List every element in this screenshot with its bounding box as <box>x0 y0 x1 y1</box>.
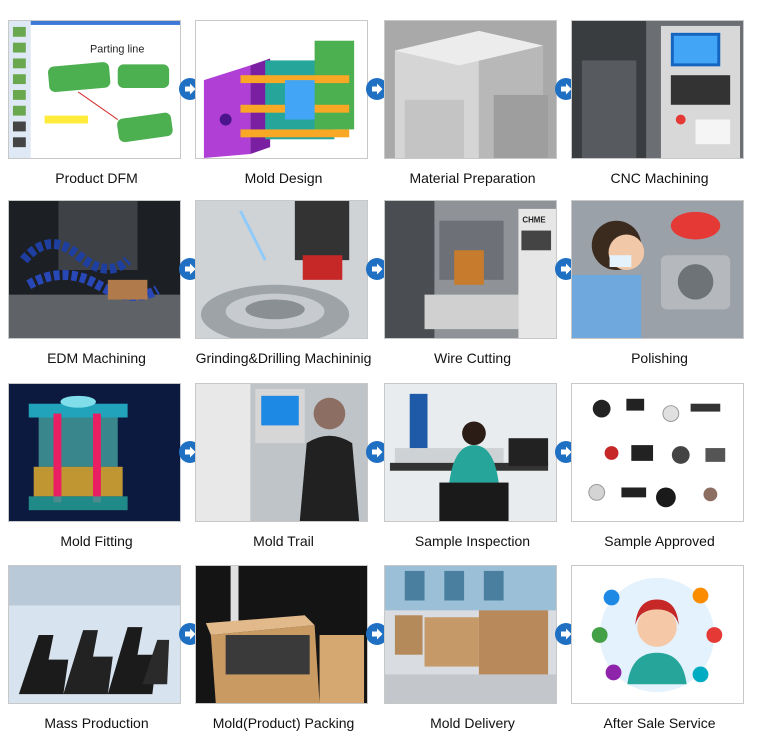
step-label: Grinding&Drilling Machininig <box>195 350 372 366</box>
flow-arrow-icon <box>365 257 389 281</box>
process-step: Sample Approved <box>571 383 748 566</box>
mold-delivery-image <box>384 565 557 704</box>
step-label: Sample Approved <box>604 533 715 549</box>
step-label: Mold Design <box>244 170 323 186</box>
process-step: Polishing <box>571 200 748 383</box>
process-step: Mold Design <box>195 20 372 203</box>
step-label: Mold(Product) Packing <box>212 715 355 731</box>
step-label: Wire Cutting <box>433 350 512 366</box>
process-step: Sample Inspection <box>384 383 561 566</box>
flow-arrow-icon <box>365 440 389 464</box>
sample-approved-image <box>571 383 744 522</box>
process-step: Mold Delivery <box>384 565 561 748</box>
flow-arrow-icon <box>365 622 389 646</box>
product-dfm-image: Parting line <box>8 20 181 159</box>
process-step: CNC Machining <box>571 20 748 203</box>
process-step: Mold Trail <box>195 383 372 566</box>
process-step: EDM Machining <box>8 200 185 383</box>
mass-production-image <box>8 565 181 704</box>
step-label: Mass Production <box>44 715 149 731</box>
polishing-image <box>571 200 744 339</box>
step-label: Mold Fitting <box>60 533 133 549</box>
image-inset-text: CHME <box>522 216 545 225</box>
step-label: EDM Machining <box>47 350 146 366</box>
mold-fitting-image <box>8 383 181 522</box>
after-sale-service-image <box>571 565 744 704</box>
edm-machining-image <box>8 200 181 339</box>
process-step: Mold Fitting <box>8 383 185 566</box>
process-step: Grinding&Drilling Machininig <box>195 200 372 383</box>
process-step: Mold(Product) Packing <box>195 565 372 748</box>
material-preparation-image <box>384 20 557 159</box>
step-label: Polishing <box>631 350 688 366</box>
process-step: After Sale Service <box>571 565 748 748</box>
wire-cutting-image: CHME <box>384 200 557 339</box>
step-label: Material Preparation <box>409 170 536 186</box>
process-step: CHME Wire Cutting <box>384 200 561 383</box>
sample-inspection-image <box>384 383 557 522</box>
step-label: Product DFM <box>55 170 138 186</box>
mold-packing-image <box>195 565 368 704</box>
step-label: Mold Trail <box>253 533 314 549</box>
process-step: Material Preparation <box>384 20 561 203</box>
step-label: Mold Delivery <box>430 715 515 731</box>
mold-design-image <box>195 20 368 159</box>
step-label: CNC Machining <box>610 170 709 186</box>
flow-arrow-icon <box>365 77 389 101</box>
grinding-drilling-image <box>195 200 368 339</box>
process-step: Mass Production <box>8 565 185 748</box>
step-label: After Sale Service <box>603 715 716 731</box>
step-label: Sample Inspection <box>414 533 531 549</box>
cnc-machining-image <box>571 20 744 159</box>
mold-trail-image <box>195 383 368 522</box>
image-inset-text: Parting line <box>90 44 144 56</box>
